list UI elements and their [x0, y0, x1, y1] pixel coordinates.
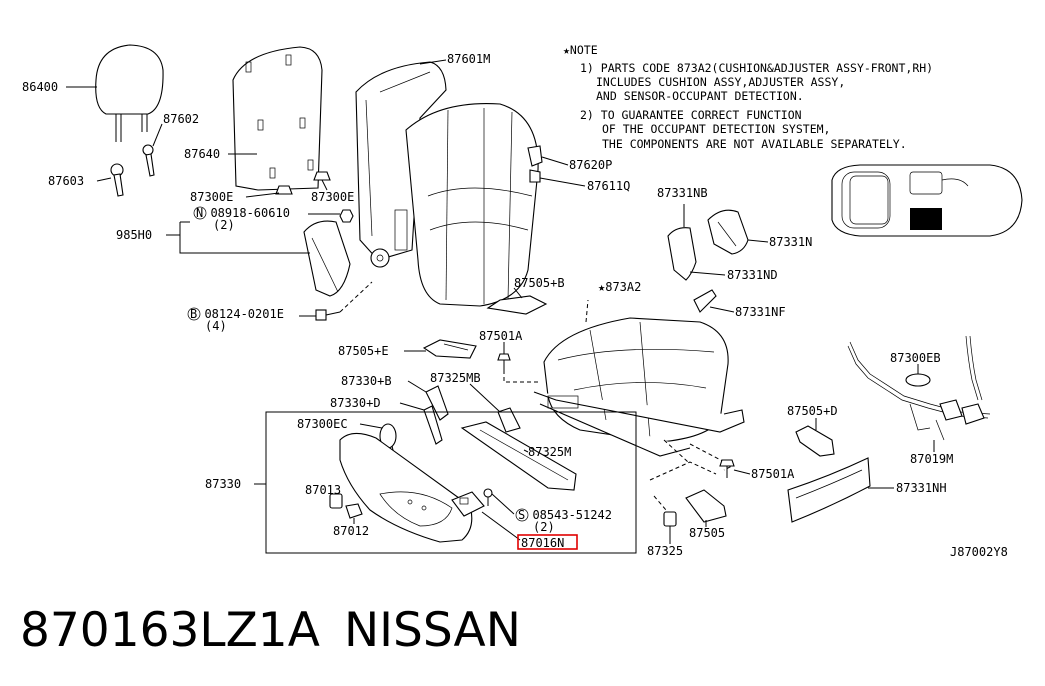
label-87325mb: 87325MB — [430, 371, 481, 385]
label-86400: 86400 — [22, 80, 58, 94]
label-87019m: 87019M — [910, 452, 953, 466]
finisher-87325m — [460, 421, 577, 491]
label-87300ec: 87300EC — [297, 417, 348, 431]
label-873a2: ★873A2 — [598, 280, 641, 294]
note-line-4: 2) TO GUARANTEE CORRECT FUNCTION — [580, 108, 802, 122]
label-08124: B 08124-0201E — [190, 307, 284, 321]
label-87300eb: 87300EB — [890, 351, 941, 365]
cover-87505 — [685, 489, 727, 523]
label-87505: 87505 — [689, 526, 725, 540]
label-87505b: 87505+B — [514, 276, 565, 290]
label-87640: 87640 — [184, 147, 220, 161]
finisher-87331nf — [693, 289, 717, 313]
label-87331nb: 87331NB — [657, 186, 708, 200]
headrest-guide-87602 — [142, 144, 155, 177]
group-87330-box — [265, 411, 637, 554]
highlight-box-87016n — [517, 534, 578, 550]
label-87300e-right: 87300E — [311, 190, 354, 204]
note-line-2: INCLUDES CUSHION ASSY,ADJUSTER ASSY, — [596, 75, 845, 89]
note-block: ★NOTE 1) PARTS CODE 873A2(CUSHION&ADJUST… — [563, 43, 933, 151]
label-87300e-left: 87300E — [190, 190, 233, 204]
label-87505d: 87505+D — [787, 404, 838, 418]
label-87501a-lower: 87501A — [751, 467, 795, 481]
label-87331nh: 87331NH — [896, 481, 947, 495]
note-line-1: 1) PARTS CODE 873A2(CUSHION&ADJUSTER ASS… — [580, 61, 933, 75]
label-87331nd: 87331ND — [727, 268, 778, 282]
side-airbag-module — [303, 220, 351, 297]
headrest — [95, 44, 164, 142]
label-87012: 87012 — [333, 524, 369, 538]
caption-part-number: 870163LZ1A — [20, 603, 320, 658]
knob-87012 — [345, 503, 363, 519]
label-87013: 87013 — [305, 483, 341, 497]
label-87611q: 87611Q — [587, 179, 630, 193]
label-87620p: 87620P — [569, 158, 612, 172]
finisher-87325mb — [497, 407, 521, 433]
finisher-87331n — [707, 209, 749, 255]
clip-87611q — [529, 169, 541, 183]
cover-87505d — [795, 425, 835, 457]
label-87016n: 87016N — [521, 536, 564, 550]
finisher-87331nh — [787, 457, 871, 523]
note-line-3: AND SENSOR-OCCUPANT DETECTION. — [596, 89, 804, 103]
screw-87501a-upper — [497, 353, 511, 370]
seat-cushion-adjuster-assy — [533, 317, 745, 457]
finisher-87331nb — [667, 227, 697, 281]
clip-87325 — [663, 511, 677, 527]
note-line-6: THE COMPONENTS ARE NOT AVAILABLE SEPARAT… — [602, 137, 907, 151]
label-87505e: 87505+E — [338, 344, 389, 358]
note-header: ★NOTE — [563, 43, 598, 57]
label-87325: 87325 — [647, 544, 683, 558]
back-board — [232, 46, 323, 191]
bolt-08124 — [315, 309, 341, 321]
bracket-87330d — [423, 405, 443, 445]
label-985h0: 985H0 — [116, 228, 152, 242]
car-locator-icon — [831, 164, 1023, 237]
label-08918: N 08918-60610 — [196, 206, 290, 220]
clip-87300e — [275, 171, 331, 195]
screw-08543 — [483, 488, 493, 506]
diagram-code: J87002Y8 — [950, 545, 1008, 559]
label-87602: 87602 — [163, 112, 199, 126]
nut-08918 — [339, 209, 354, 223]
switch-87016n — [451, 491, 485, 517]
seatback-cushion — [405, 103, 539, 307]
label-87331nf: 87331NF — [735, 305, 786, 319]
clip-87300eb — [905, 373, 931, 387]
note-line-5: OF THE OCCUPANT DETECTION SYSTEM, — [602, 122, 830, 136]
caption-brand: NISSAN — [344, 603, 521, 658]
label-87603: 87603 — [48, 174, 84, 188]
label-87330d: 87330+D — [330, 396, 381, 410]
label-08543-qty: (2) — [533, 520, 555, 534]
screw-87501a-lower — [719, 459, 735, 478]
label-87330: 87330 — [205, 477, 241, 491]
label-08124-qty: (4) — [205, 319, 227, 333]
bracket-87620p — [527, 145, 543, 167]
cover-87505e — [422, 339, 477, 359]
label-87601m: 87601M — [447, 52, 490, 66]
headrest-guide-87603 — [110, 163, 124, 197]
label-87330b: 87330+B — [341, 374, 392, 388]
label-08918-qty: (2) — [213, 218, 235, 232]
wire-harness-87019m — [847, 335, 991, 441]
knob-87013 — [329, 493, 343, 509]
label-87501a-upper: 87501A — [479, 329, 523, 343]
selected-seat-marker — [910, 208, 942, 230]
cover-87505b — [486, 295, 548, 315]
label-87331n: 87331N — [769, 235, 812, 249]
label-08543: S 08543-51242 — [518, 508, 612, 522]
seat-side-finisher — [339, 432, 473, 543]
label-87325m: 87325M — [528, 445, 571, 459]
